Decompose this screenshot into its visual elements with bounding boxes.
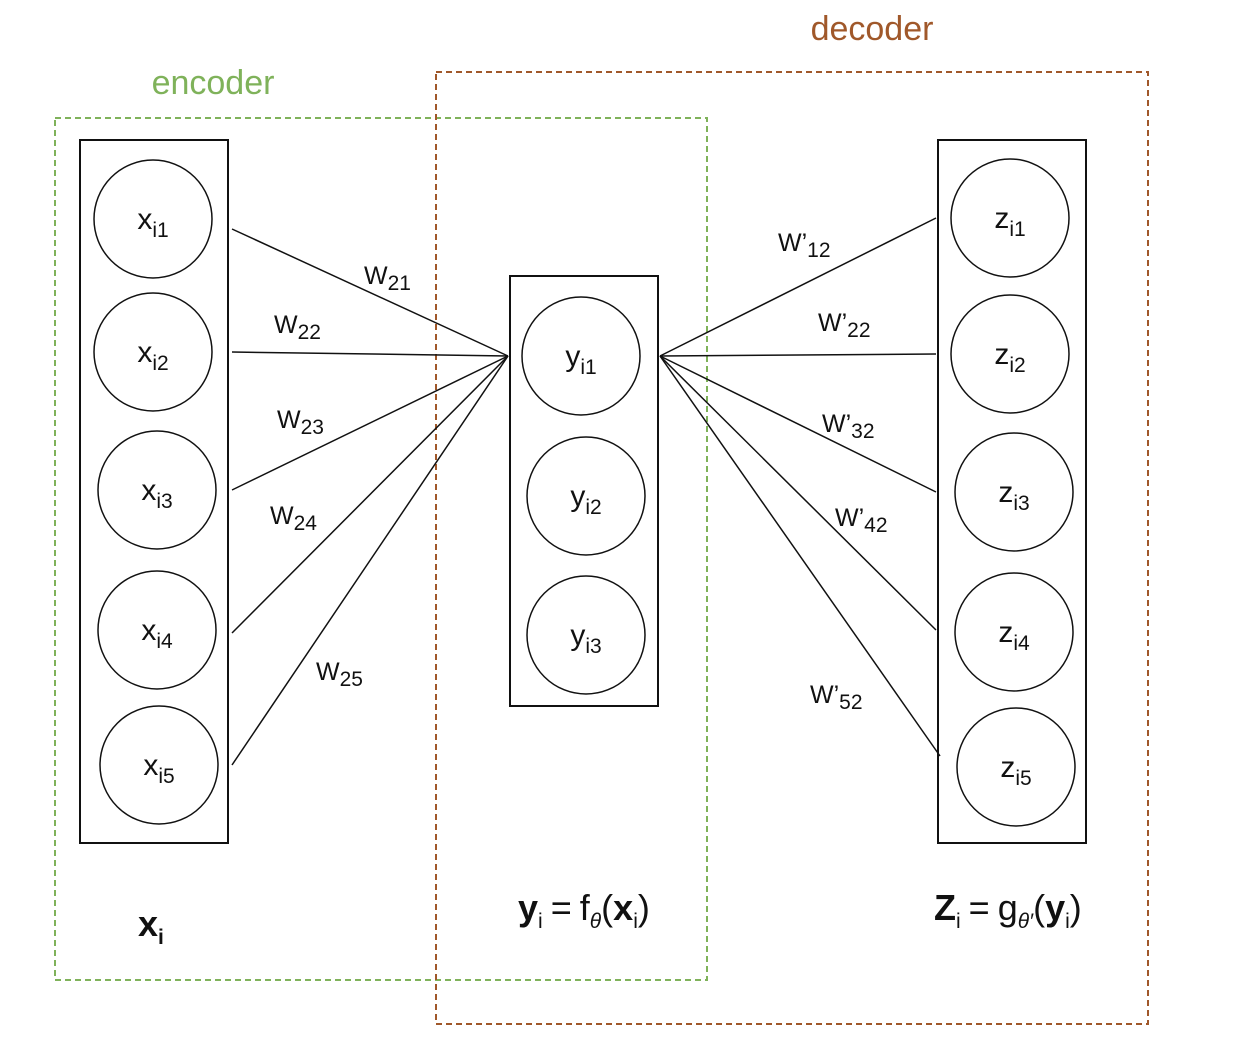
edge-x5-y1	[231, 355, 509, 766]
edge-y1-z4	[659, 355, 937, 631]
hidden-node-label: yi1	[565, 340, 596, 379]
decoder-label: decoder	[811, 10, 934, 48]
hidden-node: yi1	[521, 296, 641, 416]
input-node-label: xi5	[143, 749, 174, 788]
edge-x1-y1	[231, 228, 509, 357]
decoder-connections	[659, 217, 941, 757]
weight-label-w32-prime: W’32	[822, 410, 875, 443]
edge-y1-z1	[659, 217, 937, 357]
output-node: zi3	[954, 432, 1074, 552]
output-node: zi1	[950, 158, 1070, 278]
encoder-label: encoder	[152, 64, 275, 102]
hidden-nodes: yi1 yi2 yi3	[521, 296, 646, 695]
output-nodes: zi1 zi2 zi3 zi4 zi5	[950, 158, 1076, 827]
input-node: xi4	[97, 570, 217, 690]
weight-label-w52-prime: W’52	[810, 681, 863, 714]
decoder-weight-labels: W’12 W’22 W’32 W’42 W’52	[778, 229, 888, 714]
edge-x3-y1	[231, 355, 509, 491]
weight-label-w42-prime: W’42	[835, 504, 888, 537]
input-layer-caption: xi	[138, 903, 164, 949]
output-node-label: zi2	[994, 338, 1025, 377]
input-node-label: xi3	[141, 474, 172, 513]
hidden-node-label: yi2	[570, 480, 601, 519]
encoder-connections	[231, 228, 509, 766]
output-node-label: zi4	[998, 616, 1030, 655]
hidden-layer-box	[509, 275, 659, 707]
hidden-layer-caption: yi=fθ(xi)	[518, 887, 650, 933]
input-node-label: xi2	[137, 336, 168, 375]
hidden-node: yi2	[526, 436, 646, 556]
edge-y1-z2	[659, 353, 937, 357]
output-node-label: zi1	[994, 202, 1025, 241]
input-node-label: xi4	[141, 614, 173, 653]
output-layer-box	[937, 139, 1087, 844]
weight-label-w24: W24	[270, 502, 317, 535]
encoder-weight-labels: W21 W22 W23 W24 W25	[270, 262, 411, 691]
output-node: zi2	[950, 294, 1070, 414]
output-node: zi5	[956, 707, 1076, 827]
decoder-region	[435, 71, 1149, 1025]
output-layer-caption: Zi=gθ′(yi)	[934, 887, 1082, 933]
input-layer-box	[79, 139, 229, 844]
weight-label-w12-prime: W’12	[778, 229, 831, 262]
output-node-label: zi3	[998, 476, 1029, 515]
edge-y1-z5	[659, 355, 941, 757]
encoder-region	[54, 117, 708, 981]
hidden-node: yi3	[526, 575, 646, 695]
output-node: zi4	[954, 572, 1074, 692]
weight-label-w22-prime: W’22	[818, 309, 871, 342]
weight-label-w25: W25	[316, 658, 363, 691]
output-node-label: zi5	[1000, 751, 1031, 790]
input-node-label: xi1	[137, 203, 168, 242]
weight-label-w22: W22	[274, 311, 321, 344]
hidden-node-label: yi3	[570, 619, 601, 658]
weight-label-w23: W23	[277, 406, 324, 439]
input-nodes: xi1 xi2 xi3 xi4 xi5	[93, 159, 219, 825]
input-node: xi1	[93, 159, 213, 279]
edge-y1-z3	[659, 355, 937, 493]
edge-x2-y1	[231, 351, 509, 357]
input-node: xi2	[93, 292, 213, 412]
input-node: xi5	[99, 705, 219, 825]
weight-label-w21: W21	[364, 262, 411, 295]
input-node: xi3	[97, 430, 217, 550]
edge-x4-y1	[231, 355, 509, 634]
